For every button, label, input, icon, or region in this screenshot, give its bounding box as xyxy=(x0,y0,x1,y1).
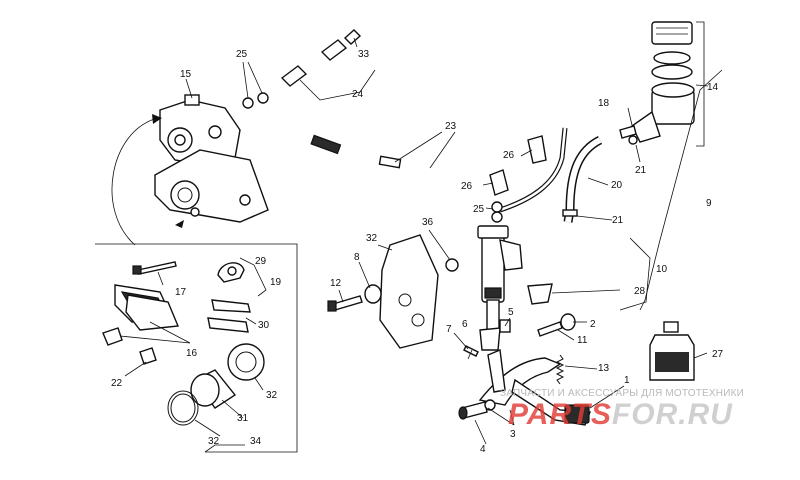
caliper-arrow-curve xyxy=(111,117,159,246)
callout-33: 33 xyxy=(358,49,370,60)
callout-36: 36 xyxy=(422,217,434,228)
master-cylinder-bracket xyxy=(379,234,439,349)
callout-26a: 26 xyxy=(503,150,515,161)
upper-brake-hose xyxy=(267,108,511,171)
watermark-tagline: ЗАПЧАСТИ И АКСЕССУАРЫ ДЛЯ МОТОТЕХНИКИ xyxy=(500,388,745,399)
callout-14: 14 xyxy=(707,82,719,93)
callout-5: 5 xyxy=(508,307,514,318)
callout-21a: 21 xyxy=(635,165,647,176)
pad-pin xyxy=(132,261,177,275)
brake-pedal xyxy=(478,348,591,426)
caliper-arrow-head xyxy=(152,114,162,124)
caliper-pistons xyxy=(167,343,265,426)
brake-caliper xyxy=(154,94,269,223)
callout-31: 31 xyxy=(237,413,249,424)
brake-pads xyxy=(114,284,180,331)
callout-4: 4 xyxy=(480,444,486,455)
watermark-brand-part1: PARTS xyxy=(508,398,612,431)
return-spring xyxy=(555,354,565,385)
watermark-brand-part2: FOR.RU xyxy=(611,398,733,431)
callout-25b: 25 xyxy=(473,204,485,215)
lower-brake-hose xyxy=(489,127,568,223)
callout-19: 19 xyxy=(270,277,282,288)
callout-9: 9 xyxy=(706,198,712,209)
callout-13: 13 xyxy=(598,363,610,374)
callout-26b: 26 xyxy=(461,181,473,192)
callout-7: 7 xyxy=(446,324,452,335)
dust-boot xyxy=(527,283,553,305)
caliper-pointer-arrow xyxy=(175,220,184,228)
assembly-brackets xyxy=(204,21,723,453)
callout-27: 27 xyxy=(712,349,724,360)
callout-20: 20 xyxy=(611,180,623,191)
callout-1: 1 xyxy=(624,375,630,386)
pivot-bolt xyxy=(458,399,496,420)
callout-17: 17 xyxy=(175,287,187,298)
callout-30: 30 xyxy=(258,320,270,331)
callout-29: 29 xyxy=(255,256,267,267)
brake-fluid-bottle xyxy=(649,321,695,381)
leader-lines xyxy=(119,37,709,445)
pad-spring-clip xyxy=(217,262,245,283)
callout-8: 8 xyxy=(354,252,360,263)
callout-labels: 1 2 3 4 5 6 7 8 9 10 11 12 13 14 15 16 1… xyxy=(111,49,724,455)
callout-15: 15 xyxy=(180,69,192,80)
callout-32c: 32 xyxy=(208,436,220,447)
callout-23: 23 xyxy=(445,121,457,132)
callout-21b: 21 xyxy=(612,215,624,226)
anti-rattle-springs xyxy=(207,299,251,333)
callout-11: 11 xyxy=(577,335,588,346)
bracket-bolt-and-spacer xyxy=(327,258,459,312)
callout-32a: 32 xyxy=(366,233,378,244)
callout-6: 6 xyxy=(462,319,468,330)
callout-18: 18 xyxy=(598,98,610,109)
callout-25a: 25 xyxy=(236,49,248,60)
rear-master-cylinder xyxy=(477,225,523,351)
callout-28: 28 xyxy=(634,286,646,297)
callout-32b: 32 xyxy=(266,390,278,401)
bleeder-screws xyxy=(102,327,157,365)
callout-16: 16 xyxy=(186,348,198,359)
reservoir-bolt xyxy=(619,125,637,139)
callout-10: 10 xyxy=(656,264,668,275)
reservoir-hose xyxy=(562,135,638,223)
callout-22: 22 xyxy=(111,378,123,389)
fluid-reservoir xyxy=(631,21,695,143)
callout-2: 2 xyxy=(590,319,596,330)
callout-12: 12 xyxy=(330,278,342,289)
callout-24: 24 xyxy=(352,89,364,100)
banjo-bolt-upper xyxy=(242,29,362,109)
callout-34: 34 xyxy=(250,436,262,447)
callout-3: 3 xyxy=(510,429,516,440)
kit-group-box xyxy=(95,243,298,453)
watermark-brand: PARTSFOR.RU xyxy=(508,398,733,432)
